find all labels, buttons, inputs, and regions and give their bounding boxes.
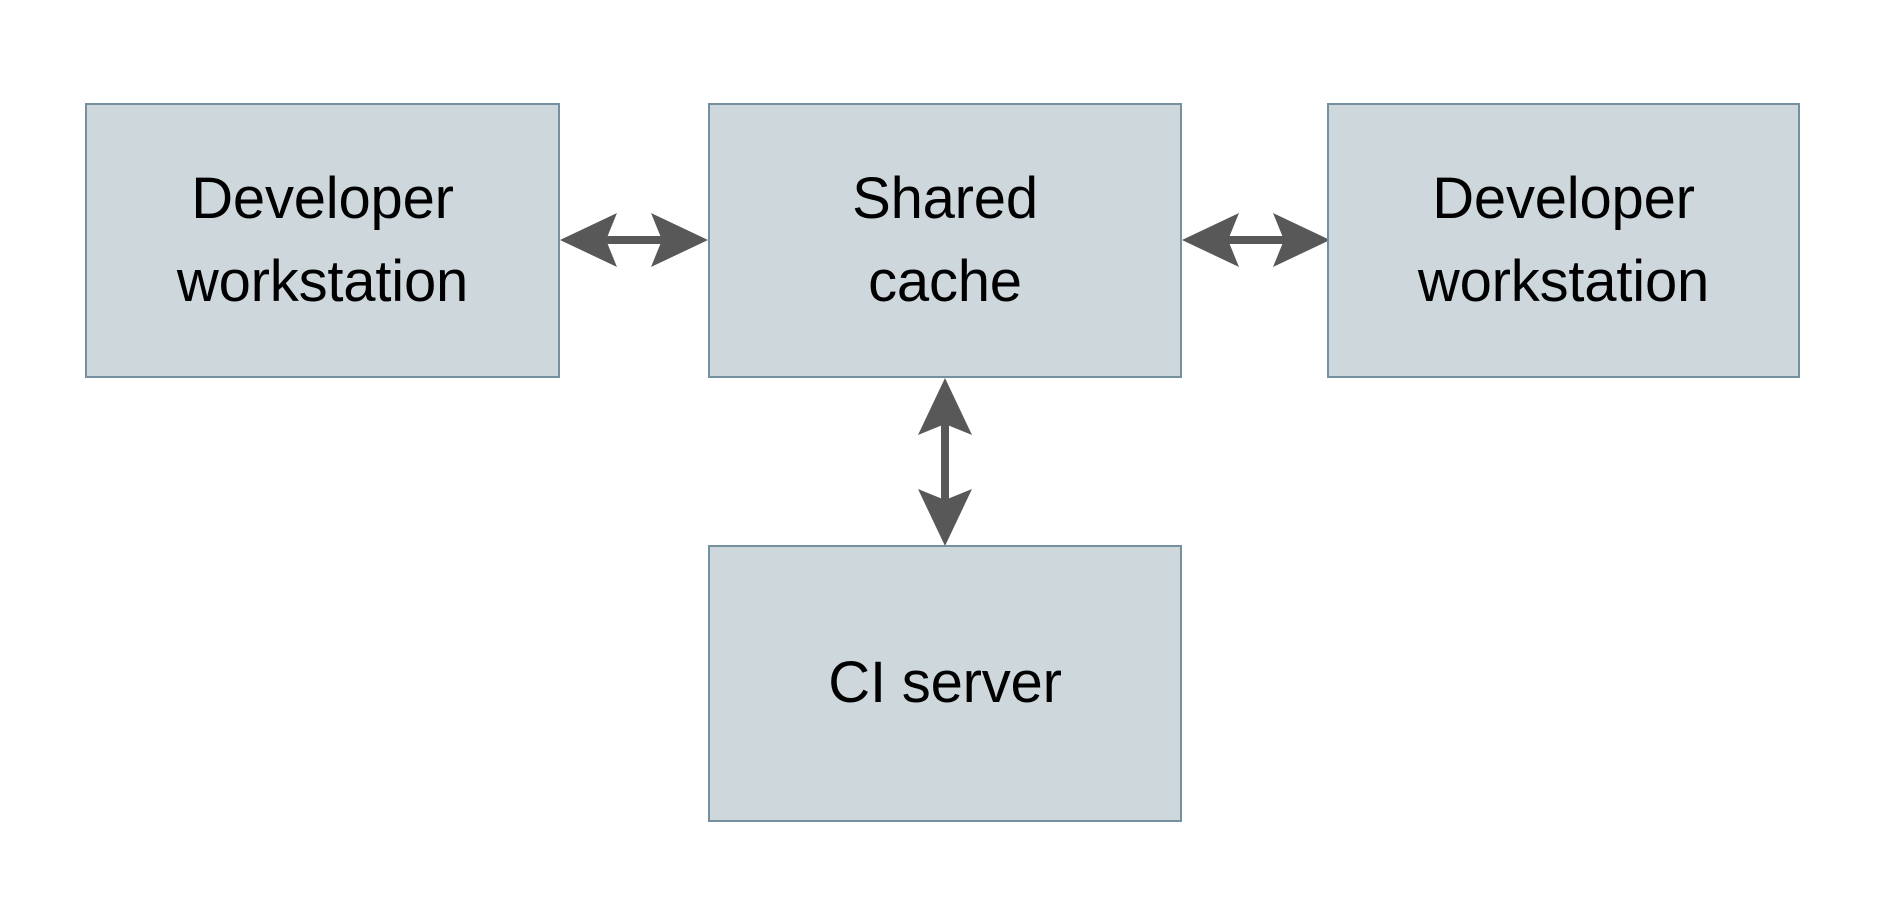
node-developer-workstation-right[interactable]: Developer workstation <box>1327 103 1800 378</box>
node-developer-workstation-left[interactable]: Developer workstation <box>85 103 560 378</box>
connector-left-dev-to-cache <box>560 213 708 267</box>
node-label-developer-workstation-right: Developer workstation <box>1417 166 1710 314</box>
node-label-ci-server: CI server <box>828 650 1062 716</box>
node-ci-server[interactable]: CI server <box>708 545 1182 822</box>
connector-cache-to-right-dev <box>1182 213 1330 267</box>
node-label-developer-workstation-left: Developer workstation <box>176 166 469 314</box>
connector-cache-to-ci-server <box>918 378 972 546</box>
node-shared-cache[interactable]: Shared cache <box>708 103 1182 378</box>
node-label-shared-cache: Shared cache <box>852 166 1038 314</box>
